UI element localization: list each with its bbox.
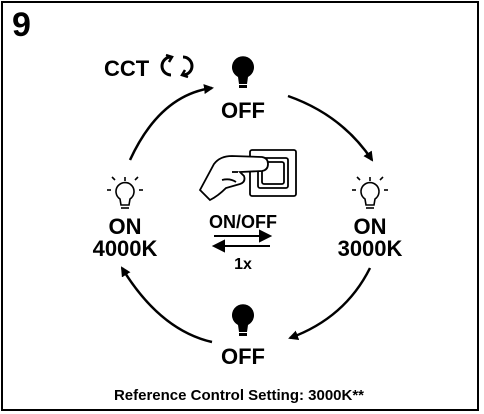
bulb-on-icon [352, 176, 388, 209]
cycle-icon [160, 53, 194, 79]
bulb-off-icon [232, 56, 255, 88]
reference-setting: Reference Control Setting: 3000K** [113, 387, 365, 404]
state-right-temp: 3000K [337, 236, 403, 261]
state-bottom-off: OFF [221, 344, 265, 369]
hand-press-switch-icon [198, 149, 297, 202]
bulb-off-icon [232, 304, 255, 336]
arc-right-to-bottom [288, 267, 372, 340]
arc-left-to-top [128, 84, 214, 161]
state-left-temp: 4000K [92, 236, 158, 261]
diagram-frame [1, 1, 479, 411]
arc-top-to-right [287, 94, 374, 162]
cct-label: CCT [104, 56, 150, 81]
bulb-on-icon [107, 176, 143, 209]
state-top-off: OFF [221, 98, 265, 123]
arc-bottom-to-left [120, 266, 213, 344]
state-left-on: ON [108, 214, 142, 239]
step-number: 9 [12, 6, 31, 44]
switch-label: ON/OFF [209, 212, 277, 232]
toggle-arrows [211, 229, 273, 253]
press-count: 1x [234, 256, 252, 273]
state-right-on: ON [353, 214, 387, 239]
